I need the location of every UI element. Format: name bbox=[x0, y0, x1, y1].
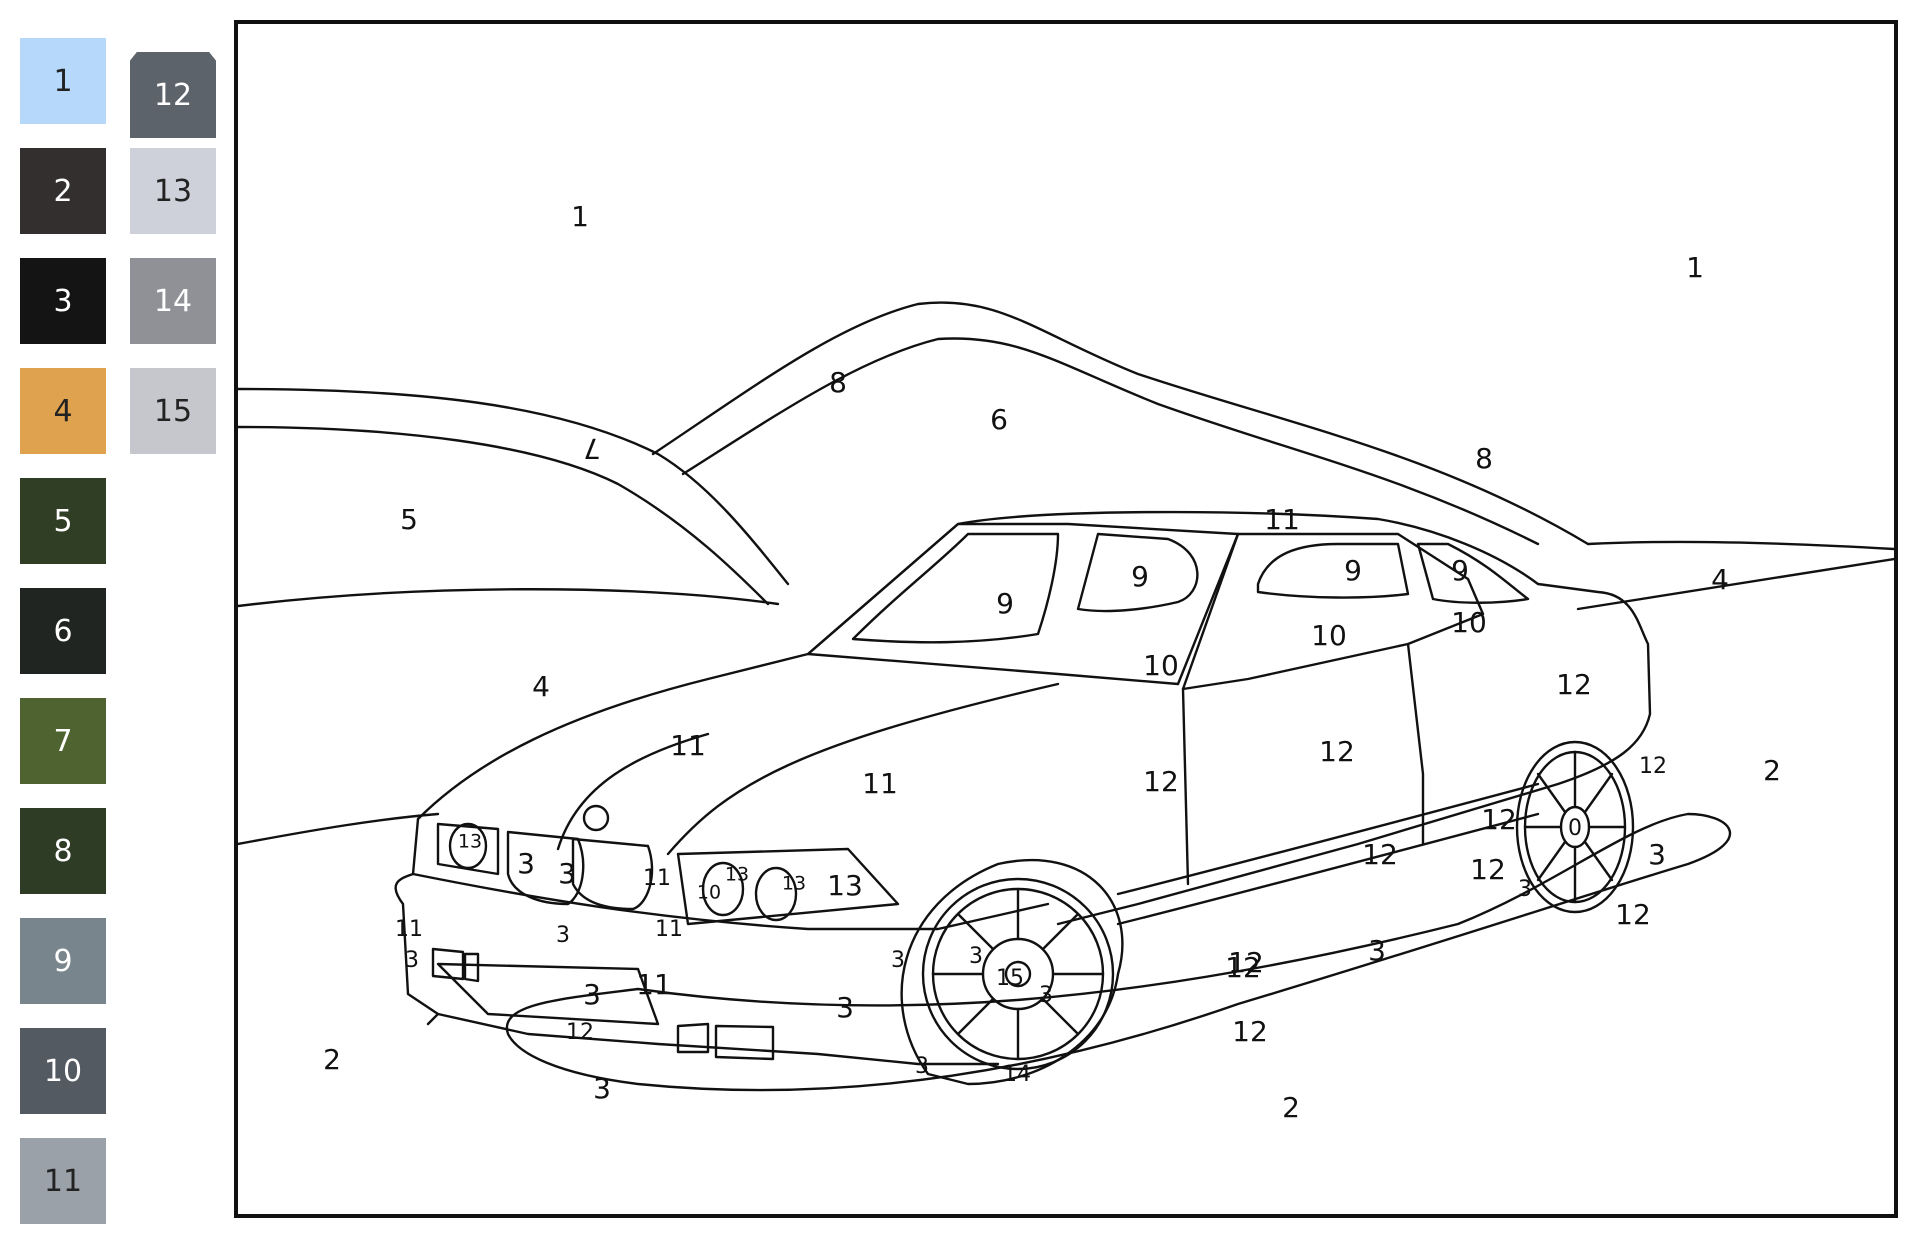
region-label-11[interactable]: 11 bbox=[643, 866, 671, 891]
region-label-3[interactable]: 3 bbox=[405, 948, 419, 973]
region-label-3[interactable]: 3 bbox=[1039, 983, 1053, 1008]
region-label-14[interactable]: 14 bbox=[1003, 1062, 1031, 1087]
region-label-3[interactable]: 3 bbox=[583, 978, 601, 1011]
region-label-2[interactable]: 2 bbox=[1763, 754, 1781, 787]
region-label-11[interactable]: 11 bbox=[670, 729, 706, 762]
region-label-12[interactable]: 12 bbox=[1228, 946, 1264, 979]
region-label-12[interactable]: 12 bbox=[1232, 1015, 1268, 1048]
region-label-1[interactable]: 1 bbox=[571, 200, 589, 233]
region-label-5[interactable]: 5 bbox=[400, 503, 418, 536]
region-label-12[interactable]: 12 bbox=[1143, 765, 1179, 798]
region-label-2[interactable]: 2 bbox=[323, 1043, 341, 1076]
region-label-9[interactable]: 9 bbox=[1131, 560, 1149, 593]
color-swatch-1[interactable]: 1 bbox=[20, 38, 106, 124]
color-swatch-10[interactable]: 10 bbox=[20, 1028, 106, 1114]
region-label-15[interactable]: 15 bbox=[996, 966, 1024, 991]
region-label-9[interactable]: 9 bbox=[1451, 554, 1469, 587]
region-label-9[interactable]: 9 bbox=[1344, 554, 1362, 587]
region-label-1[interactable]: 1 bbox=[1686, 251, 1704, 284]
region-label-3[interactable]: 3 bbox=[593, 1072, 611, 1105]
region-label-3[interactable]: 3 bbox=[891, 948, 905, 973]
color-swatch-13[interactable]: 13 bbox=[130, 148, 216, 234]
region-label-12[interactable]: 12 bbox=[1481, 803, 1517, 836]
region-label-12[interactable]: 12 bbox=[1639, 754, 1667, 779]
region-label-10[interactable]: 10 bbox=[697, 882, 721, 904]
region-label-12[interactable]: 12 bbox=[1225, 951, 1261, 984]
region-label-3[interactable]: 3 bbox=[915, 1054, 929, 1079]
region-label-11[interactable]: 11 bbox=[636, 968, 672, 1001]
color-swatch-9[interactable]: 9 bbox=[20, 918, 106, 1004]
region-label-11[interactable]: 11 bbox=[862, 767, 898, 800]
outline-strokes bbox=[238, 301, 1894, 1092]
region-label-3[interactable]: 3 bbox=[1518, 877, 1532, 902]
region-label-8[interactable]: 8 bbox=[1475, 442, 1493, 475]
region-label-11[interactable]: 11 bbox=[655, 917, 683, 942]
color-swatch-8[interactable]: 8 bbox=[20, 808, 106, 894]
region-label-12[interactable]: 12 bbox=[1470, 853, 1506, 886]
region-label-6[interactable]: 6 bbox=[990, 403, 1008, 436]
region-label-13[interactable]: 13 bbox=[827, 869, 863, 902]
color-swatch-5[interactable]: 5 bbox=[20, 478, 106, 564]
region-label-11[interactable]: 11 bbox=[395, 917, 423, 942]
color-swatch-7[interactable]: 7 bbox=[20, 698, 106, 784]
region-label-2[interactable]: 2 bbox=[1282, 1091, 1300, 1124]
region-label-11[interactable]: 11 bbox=[1264, 503, 1300, 536]
region-label-12[interactable]: 12 bbox=[1319, 735, 1355, 768]
region-label-0[interactable]: 0 bbox=[1568, 816, 1582, 841]
region-label-10[interactable]: 10 bbox=[1451, 606, 1487, 639]
color-swatch-6[interactable]: 6 bbox=[20, 588, 106, 674]
region-label-3[interactable]: 3 bbox=[969, 944, 983, 969]
color-swatch-14[interactable]: 14 bbox=[130, 258, 216, 344]
region-label-4[interactable]: 4 bbox=[532, 670, 550, 703]
region-label-13[interactable]: 13 bbox=[725, 864, 749, 886]
region-label-13[interactable]: 13 bbox=[458, 831, 482, 853]
region-label-3[interactable]: 3 bbox=[556, 923, 570, 948]
region-label-9[interactable]: 9 bbox=[996, 587, 1014, 620]
region-label-10[interactable]: 10 bbox=[1311, 619, 1347, 652]
color-swatch-4[interactable]: 4 bbox=[20, 368, 106, 454]
region-label-3[interactable]: 3 bbox=[517, 847, 535, 880]
color-swatch-2[interactable]: 2 bbox=[20, 148, 106, 234]
region-label-3[interactable]: 3 bbox=[1368, 934, 1386, 967]
color-swatch-15[interactable]: 15 bbox=[130, 368, 216, 454]
region-label-4[interactable]: 4 bbox=[1711, 563, 1729, 596]
region-label-13[interactable]: 13 bbox=[782, 873, 806, 895]
color-swatch-3[interactable]: 3 bbox=[20, 258, 106, 344]
region-label-12[interactable]: 12 bbox=[1615, 898, 1651, 931]
region-label-12[interactable]: 12 bbox=[1556, 668, 1592, 701]
color-swatch-11[interactable]: 11 bbox=[20, 1138, 106, 1224]
region-label-10[interactable]: 10 bbox=[1143, 649, 1179, 682]
region-label-8[interactable]: 8 bbox=[829, 366, 847, 399]
region-label-12[interactable]: 12 bbox=[1362, 838, 1398, 871]
color-swatch-12[interactable]: 12 bbox=[130, 52, 216, 138]
region-label-3[interactable]: 3 bbox=[558, 857, 576, 890]
region-label-3[interactable]: 3 bbox=[1648, 838, 1666, 871]
region-label-3[interactable]: 3 bbox=[836, 991, 854, 1024]
region-label-12[interactable]: 12 bbox=[566, 1020, 594, 1045]
region-label-7[interactable]: 7 bbox=[583, 432, 601, 465]
